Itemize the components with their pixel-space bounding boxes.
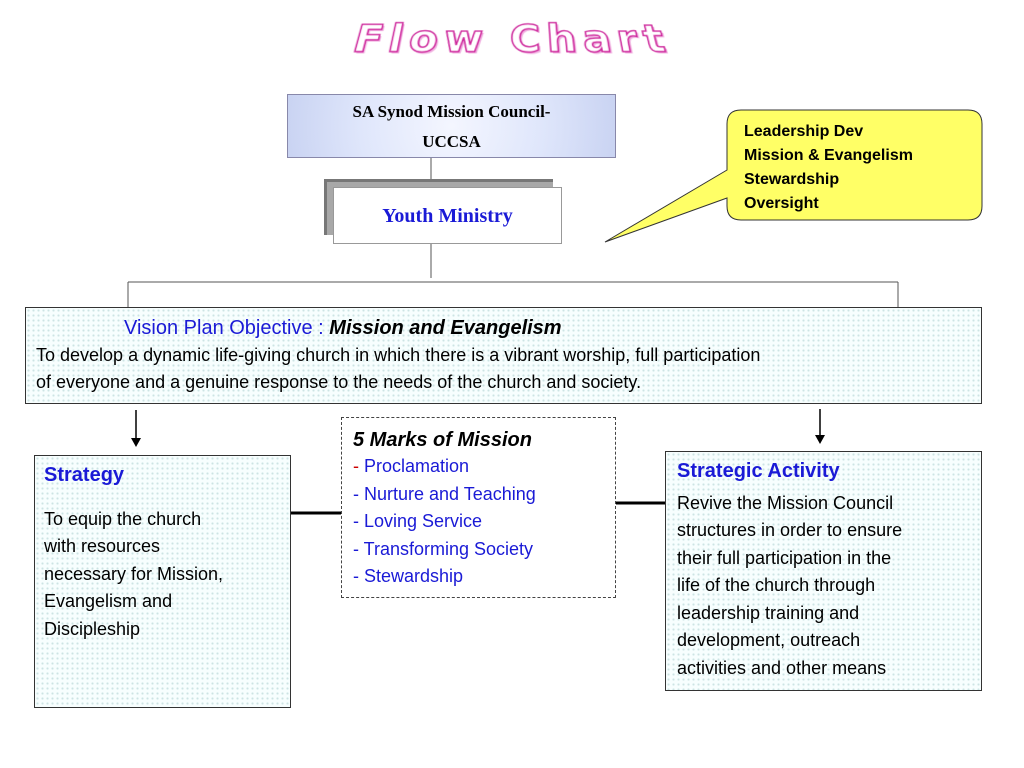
marks-heading: 5 Marks of Mission xyxy=(353,427,615,453)
callout-item: Oversight xyxy=(744,192,913,216)
vision-heading: Vision Plan Objective : Mission and Evan… xyxy=(36,315,981,342)
strategy-line: with resources xyxy=(44,533,290,561)
marks-item-label: Proclamation xyxy=(364,456,469,476)
strategy-line: necessary for Mission, xyxy=(44,561,290,589)
strategy-heading: Strategy xyxy=(44,462,290,490)
page-title: Flow Chart xyxy=(0,18,1024,61)
arrow-to-strategy xyxy=(131,410,141,447)
activity-line: Revive the Mission Council xyxy=(677,490,981,518)
strategy-line: Evangelism and xyxy=(44,588,290,616)
marks-item-prefix: - xyxy=(353,456,364,476)
callout-item: Mission & Evangelism xyxy=(744,144,913,168)
marks-item: - Nurture and Teaching xyxy=(353,481,615,509)
activity-line: life of the church through xyxy=(677,572,981,600)
activity-line: structures in order to ensure xyxy=(677,517,981,545)
council-line-1: SA Synod Mission Council- xyxy=(288,97,615,127)
marks-item: - Proclamation xyxy=(353,453,615,481)
strategy-line: To equip the church xyxy=(44,506,290,534)
strategy-line: Discipleship xyxy=(44,616,290,644)
activity-line: development, outreach xyxy=(677,627,981,655)
activity-line: their full participation in the xyxy=(677,545,981,573)
vision-heading-label: Vision Plan Objective : xyxy=(124,317,329,339)
marks-of-mission-box: 5 Marks of Mission - Proclamation - Nurt… xyxy=(341,417,616,598)
callout-item: Stewardship xyxy=(744,168,913,192)
youth-ministry-box: Youth Ministry xyxy=(333,187,562,244)
activity-line: activities and other means xyxy=(677,655,981,683)
callout-list: Leadership Dev Mission & Evangelism Stew… xyxy=(744,120,913,216)
callout-item: Leadership Dev xyxy=(744,120,913,144)
activity-line: leadership training and xyxy=(677,600,981,628)
council-line-2: UCCSA xyxy=(288,127,615,157)
vision-heading-emphasis: Mission and Evangelism xyxy=(329,317,561,339)
activity-body: Revive the Mission Council structures in… xyxy=(677,490,981,683)
vision-text-line: of everyone and a genuine response to th… xyxy=(36,369,981,396)
activity-heading: Strategic Activity xyxy=(677,458,981,486)
strategy-box: Strategy To equip the church with resour… xyxy=(34,455,291,708)
strategy-body: To equip the church with resources neces… xyxy=(44,506,290,644)
marks-item: - Transforming Society xyxy=(353,536,615,564)
marks-item: - Loving Service xyxy=(353,508,615,536)
marks-item: - Stewardship xyxy=(353,563,615,591)
vision-text-line: To develop a dynamic life-giving church … xyxy=(36,342,981,369)
strategic-activity-box: Strategic Activity Revive the Mission Co… xyxy=(665,451,982,691)
council-box: SA Synod Mission Council- UCCSA xyxy=(287,94,616,158)
vision-objective-box: Vision Plan Objective : Mission and Evan… xyxy=(25,307,982,404)
arrow-to-activity xyxy=(815,409,825,444)
